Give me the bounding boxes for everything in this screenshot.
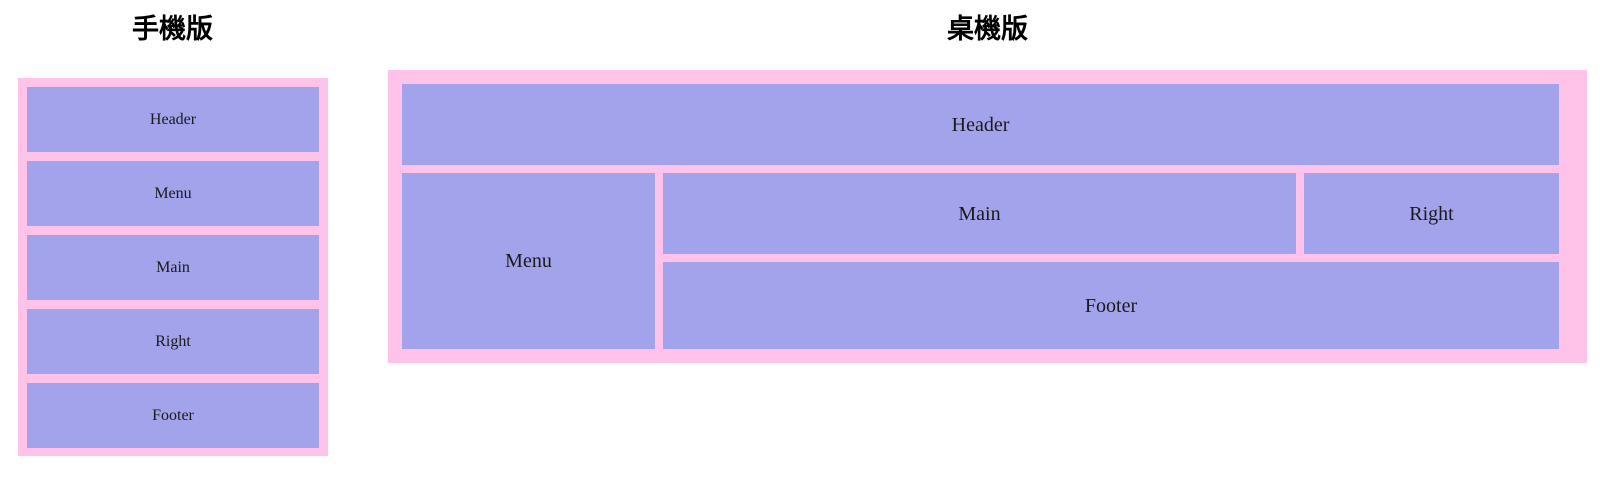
desktop-region-menu: Menu [402,173,655,349]
mobile-region-header-label: Header [149,110,197,128]
desktop-region-footer-label: Footer [1084,294,1138,317]
desktop-region-header: Header [402,84,1559,165]
desktop-region-header-label: Header [951,113,1010,136]
mobile-region-main-label: Main [156,258,190,276]
mobile-region-menu-label: Menu [154,184,192,202]
desktop-region-main: Main [663,173,1296,254]
desktop-region-right: Right [1304,173,1559,254]
desktop-region-right-label: Right [1409,202,1454,225]
mobile-region-footer: Footer [27,383,319,448]
desktop-wireframe-container: Header Menu Main Right Footer [388,70,1587,363]
mobile-region-footer-label: Footer [152,406,194,424]
desktop-region-main-label: Main [958,202,1001,225]
mobile-region-header: Header [27,87,319,152]
mobile-region-right: Right [27,309,319,374]
desktop-layout-title: 桌機版 [947,14,1028,45]
mobile-region-main: Main [27,235,319,300]
mobile-region-menu: Menu [27,161,319,226]
mobile-layout-title: 手機版 [132,14,213,45]
mobile-region-right-label: Right [155,332,191,350]
desktop-region-footer: Footer [663,262,1559,349]
desktop-region-menu-label: Menu [505,250,552,272]
mobile-wireframe-container: Header Menu Main Right Footer [18,78,328,456]
